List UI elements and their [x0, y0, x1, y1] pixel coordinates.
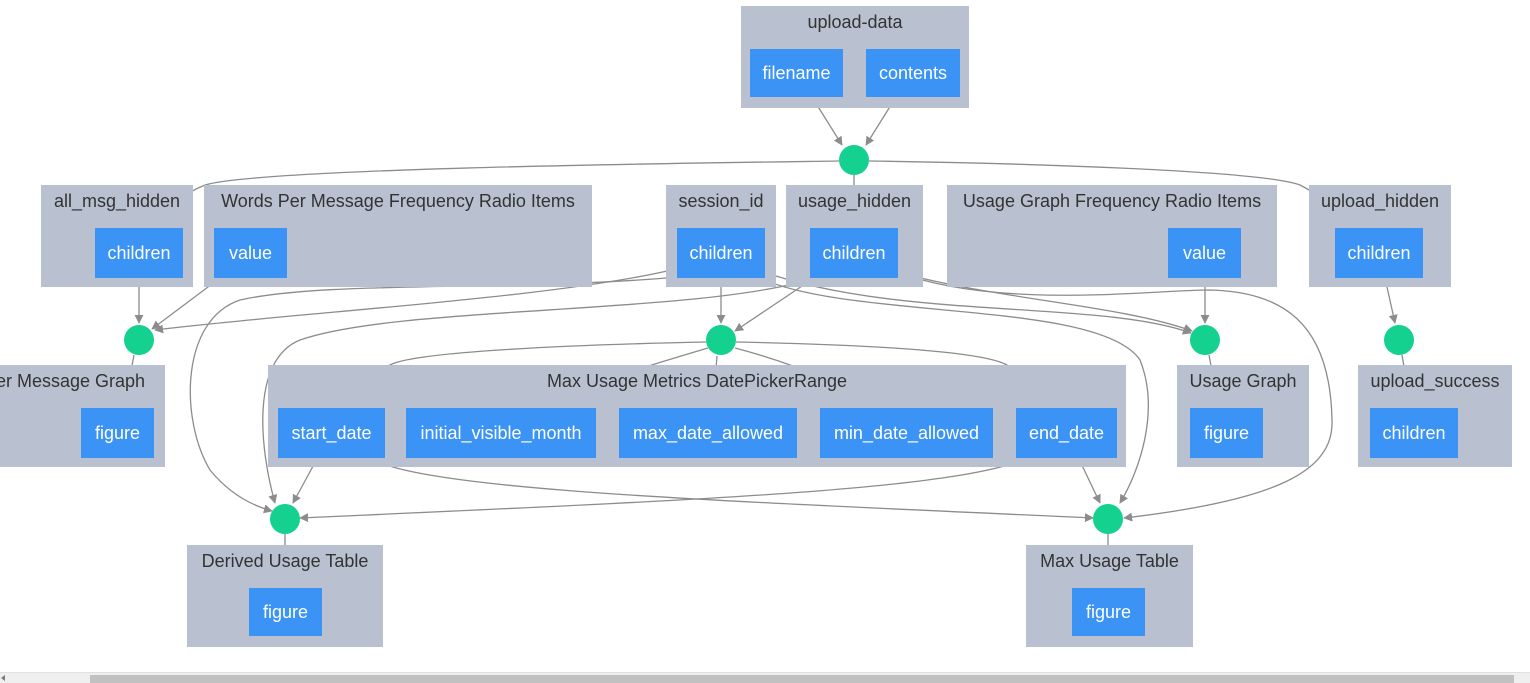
group-title: Words Per Message Frequency Radio Items — [221, 191, 575, 211]
prop-end-date[interactable]: end_date — [1016, 408, 1117, 458]
edge-usage-hidden-to-max-callback — [896, 271, 1333, 522]
group-upload-data: upload-data filename contents — [741, 6, 969, 108]
callback-node-upload[interactable] — [839, 145, 869, 175]
group-title: all_msg_hidden — [53, 191, 181, 211]
prop-figure[interactable]: figure — [1190, 408, 1263, 458]
group-title: upload-data — [807, 12, 903, 32]
prop-children[interactable]: children — [677, 228, 765, 278]
group-title: Max Usage Table — [1040, 551, 1179, 571]
group-date-picker-range: Max Usage Metrics DatePickerRange start_… — [268, 365, 1126, 467]
group-session-id: session_id children — [666, 185, 776, 287]
edge-usage-hidden-to-usage-callback — [896, 271, 1193, 333]
group-derived-usage-table: Derived Usage Table figure — [187, 545, 383, 647]
callback-node-max-table[interactable] — [1093, 504, 1123, 534]
group-max-usage-table: Max Usage Table figure — [1026, 545, 1193, 647]
group-title: Usage Graph Frequency Radio Items — [962, 191, 1262, 211]
callback-node-max-metrics[interactable] — [706, 325, 736, 355]
group-title: Derived Usage Table — [201, 551, 369, 571]
group-title: er Message Graph — [0, 371, 146, 391]
edge-session-to-words-callback — [154, 267, 681, 334]
group-words-per-message-radio: Words Per Message Frequency Radio Items … — [204, 185, 592, 287]
group-title: Usage Graph — [1189, 371, 1297, 391]
prop-children[interactable]: children — [95, 228, 183, 278]
callback-node-words-graph[interactable] — [124, 325, 154, 355]
callback-node-upload-success[interactable] — [1384, 325, 1414, 355]
group-usage-graph-radio: Usage Graph Frequency Radio Items value — [947, 185, 1277, 287]
prop-initial-visible-month[interactable]: initial_visible_month — [406, 408, 596, 458]
group-upload-hidden: upload_hidden children — [1309, 185, 1451, 287]
group-title: Max Usage Metrics DatePickerRange — [546, 371, 848, 391]
group-upload-success: upload_success children — [1358, 365, 1512, 467]
group-title: session_id — [678, 191, 764, 211]
group-usage-hidden: usage_hidden children — [786, 185, 923, 287]
edge-session-to-max-callback — [759, 277, 1149, 504]
horizontal-scrollbar[interactable] — [0, 672, 1530, 683]
group-all-msg-hidden: all_msg_hidden children — [41, 185, 193, 287]
group-usage-graph: Usage Graph figure — [1177, 365, 1309, 467]
prop-value[interactable]: value — [1168, 228, 1241, 278]
prop-min-date-allowed[interactable]: min_date_allowed — [820, 408, 993, 458]
prop-contents[interactable]: contents — [866, 49, 960, 97]
scroll-left-arrow-icon[interactable] — [1, 675, 5, 681]
edge-start-date-to-max-callback — [367, 456, 1094, 523]
prop-filename[interactable]: filename — [750, 49, 843, 97]
edge-usage-hidden-to-derived-callback — [262, 277, 816, 504]
prop-figure[interactable]: figure — [249, 588, 322, 636]
edge-end-date-to-derived-callback — [299, 456, 1031, 523]
prop-figure[interactable]: figure — [1072, 588, 1145, 636]
prop-children[interactable]: children — [1335, 228, 1423, 278]
edge-session-to-usage-callback — [763, 271, 1192, 335]
prop-children[interactable]: children — [810, 228, 898, 278]
group-words-per-message-graph: er Message Graph figure — [0, 365, 165, 467]
scrollbar-thumb[interactable] — [90, 675, 1514, 683]
group-title: usage_hidden — [797, 191, 912, 211]
prop-figure[interactable]: figure — [81, 408, 154, 458]
callback-node-usage-graph[interactable] — [1190, 325, 1220, 355]
prop-children[interactable]: children — [1370, 408, 1458, 458]
group-title: upload_success — [1370, 371, 1500, 391]
group-title: upload_hidden — [1320, 191, 1440, 211]
prop-max-date-allowed[interactable]: max_date_allowed — [619, 408, 797, 458]
prop-start-date[interactable]: start_date — [278, 408, 385, 458]
callback-node-derived-table[interactable] — [270, 504, 300, 534]
prop-value[interactable]: value — [214, 228, 287, 278]
